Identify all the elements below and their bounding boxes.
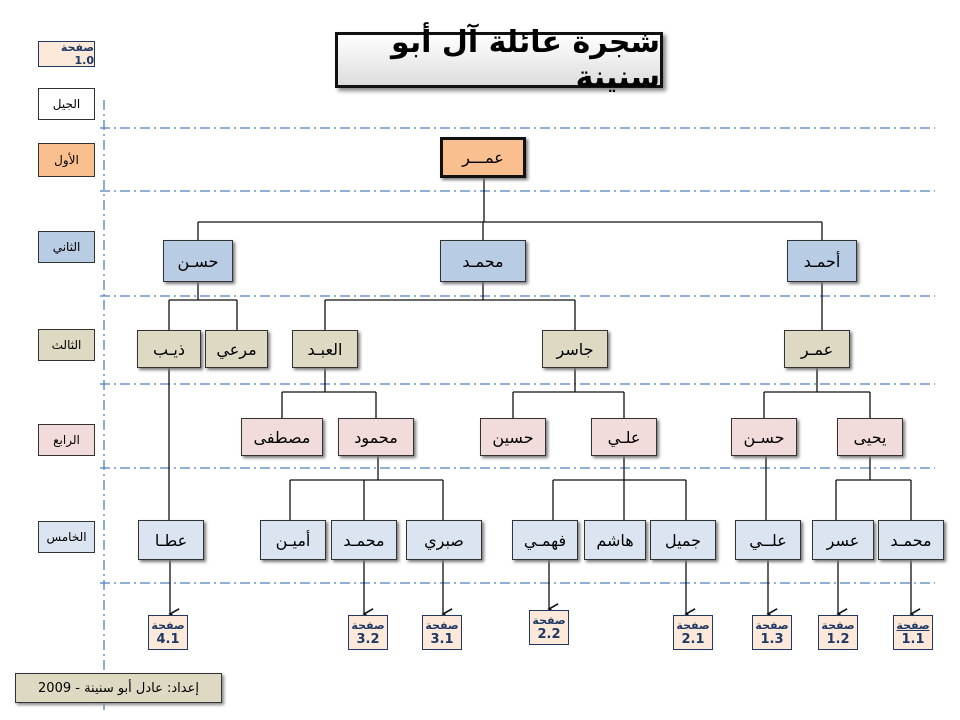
page-word: صفحة: [425, 618, 459, 632]
person-node-g5-hashem[interactable]: هاشم: [584, 520, 646, 560]
person-node-g3-theeb[interactable]: ذيـب: [137, 330, 201, 368]
person-node-g5-ata[interactable]: عطـا: [138, 520, 204, 560]
person-node-g5-sabri[interactable]: صبري: [406, 520, 482, 560]
page-word: صفحة: [532, 613, 566, 627]
page-number: 1.3: [760, 631, 784, 647]
person-node-g3-marei[interactable]: مرعي: [205, 330, 268, 368]
person-node-g4-mahmoud[interactable]: محمود: [338, 418, 414, 456]
page-number: 4.1: [156, 631, 180, 647]
person-node-g5-mohammed1[interactable]: محمـد: [331, 520, 397, 560]
page-number: 1.2: [826, 631, 850, 647]
page-word: صفحة: [151, 618, 185, 632]
page-title: شجرة عائلة آل أبو سنينة: [335, 25, 663, 95]
person-node-g5-fahmi[interactable]: فهمـي: [512, 520, 578, 560]
person-node-g4-ali[interactable]: علـي: [591, 418, 657, 456]
person-node-g3-alabed[interactable]: العبـد: [292, 330, 358, 368]
person-node-g1-omar[interactable]: عمـــر: [440, 137, 526, 178]
person-node-g4-hasan[interactable]: حسـن: [731, 418, 797, 456]
page-word: صفحة: [676, 618, 710, 632]
person-node-g2-ahmed[interactable]: أحمـد: [787, 240, 857, 282]
generation-label-1: الأول: [38, 143, 95, 177]
page-number: 2.1: [681, 631, 705, 647]
page-word: صفحة: [755, 618, 789, 632]
person-node-g3-omar[interactable]: عمـر: [784, 330, 850, 368]
person-node-g3-jaser[interactable]: جاسر: [542, 330, 608, 368]
person-node-g4-yahya[interactable]: يحيى: [837, 418, 903, 456]
person-node-g2-hasan[interactable]: حسـن: [163, 240, 233, 282]
generation-label-2: الثاني: [38, 231, 95, 263]
generation-label-5: الخامس: [38, 521, 95, 553]
person-node-g5-jameel[interactable]: جميل: [650, 520, 716, 560]
page-number: 3.2: [356, 631, 380, 647]
page-word: صفحة: [896, 618, 930, 632]
generation-header: الجيل: [38, 88, 95, 120]
page-word: صفحة: [351, 618, 385, 632]
person-node-g5-ameen[interactable]: أميـن: [260, 520, 326, 560]
page-number: 1.1: [901, 631, 925, 647]
page-ref-link[interactable]: صفحة 1.0: [38, 41, 95, 67]
person-node-g5-mohammed2[interactable]: محمـد: [878, 520, 944, 560]
page-number: 3.1: [430, 631, 454, 647]
person-node-g4-husain[interactable]: حسين: [480, 418, 546, 456]
page-number: 2.2: [537, 626, 561, 642]
person-node-g4-mustafa[interactable]: مصطفى: [241, 418, 323, 456]
page-word: صفحة: [821, 618, 855, 632]
generation-label-4: الرابع: [38, 424, 95, 456]
person-node-g2-mohammed[interactable]: محمـد: [440, 240, 526, 282]
person-node-g5-asr[interactable]: عسر: [812, 520, 874, 560]
generation-label-3: الثالث: [38, 329, 95, 361]
person-node-g5-ali[interactable]: علــي: [735, 520, 801, 560]
author-credit: إعداد: عادل أبو سنينة - 2009: [15, 673, 222, 703]
